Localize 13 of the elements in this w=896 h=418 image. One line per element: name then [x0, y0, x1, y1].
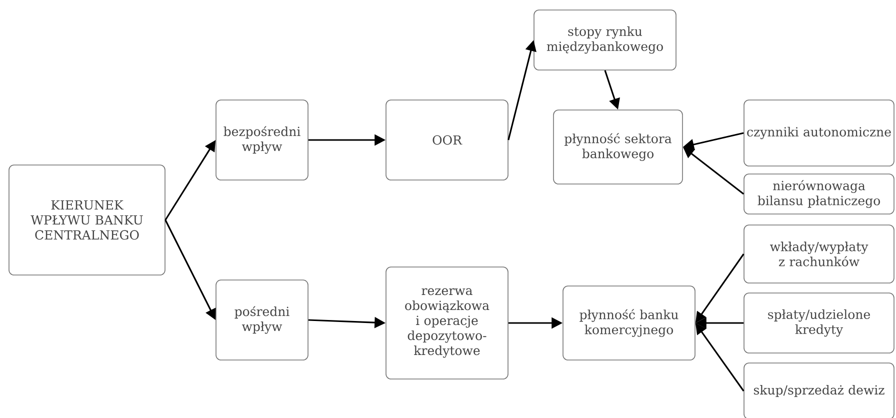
text-box: wkłady/wypłaty z rachunków [744, 224, 894, 284]
text-box: KIERUNEK WPŁYWU BANKU CENTRALNEGO [8, 164, 166, 276]
text-box: rezerwa obowiązkowa i operacje depozytowo-kredytowe [386, 266, 508, 380]
text-box: pośredni wpływ [216, 280, 308, 360]
text-box: czynniki autonomiczne [744, 100, 894, 166]
text-box: spłaty/udzielone kredyty [744, 292, 894, 354]
text-box: stopy rynku międzybankowego [534, 10, 676, 70]
text-box: płynność sektora bankowego [553, 110, 683, 184]
text-box: nierównowaga bilansu płatniczego [744, 174, 894, 214]
text-box: OOR [386, 100, 508, 180]
text-box: bezpośredni wpływ [216, 100, 308, 180]
text-box: płynność banku komercyjnego [562, 286, 696, 360]
text-box: skup/sprzedaż dewiz [744, 362, 894, 418]
